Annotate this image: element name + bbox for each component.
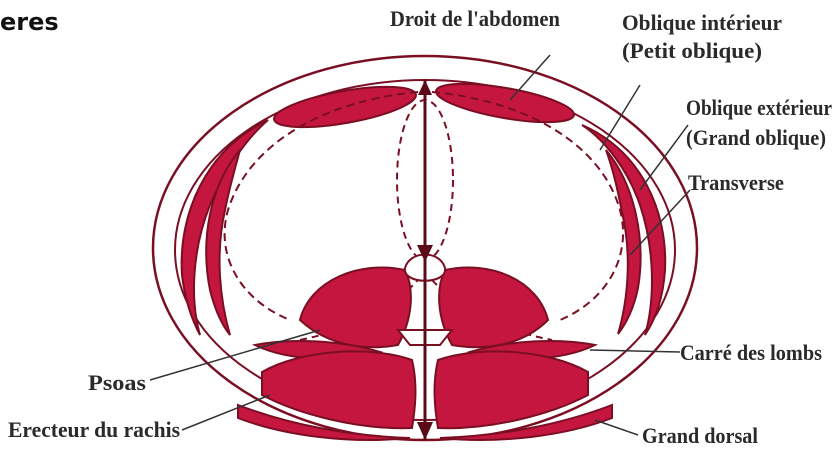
label-grand-oblique: (Grand oblique) — [686, 125, 826, 150]
label-oblique-exterieur: Oblique extérieur — [686, 95, 832, 120]
label-petit-oblique: (Petit oblique) — [622, 38, 762, 63]
label-psoas: Psoas — [88, 370, 146, 395]
label-transverse: Transverse — [688, 170, 784, 195]
leader-line-carre — [590, 350, 680, 352]
leader-line-grand-dorsal — [595, 420, 638, 435]
rectus-left-muscle — [271, 79, 418, 136]
label-grand-dorsal: Grand dorsal — [642, 423, 758, 448]
label-erecteur-du-rachis: Erecteur du rachis — [8, 417, 180, 442]
left-erector-spinae-muscle — [262, 351, 415, 428]
label-droit-abdomen: Droit de l'abdomen — [390, 6, 560, 31]
right-erector-spinae-muscle — [435, 351, 588, 428]
rectus-right-muscle — [433, 76, 576, 130]
top-arrowhead — [418, 80, 432, 95]
label-carre-des-lombs: Carré des lombs — [680, 340, 822, 365]
bottom-arrowhead — [417, 422, 433, 440]
leader-line-oblique-int-2 — [600, 85, 640, 150]
label-oblique-interieur: Oblique intérieur — [622, 10, 782, 35]
right-psoas-muscle — [439, 267, 548, 347]
